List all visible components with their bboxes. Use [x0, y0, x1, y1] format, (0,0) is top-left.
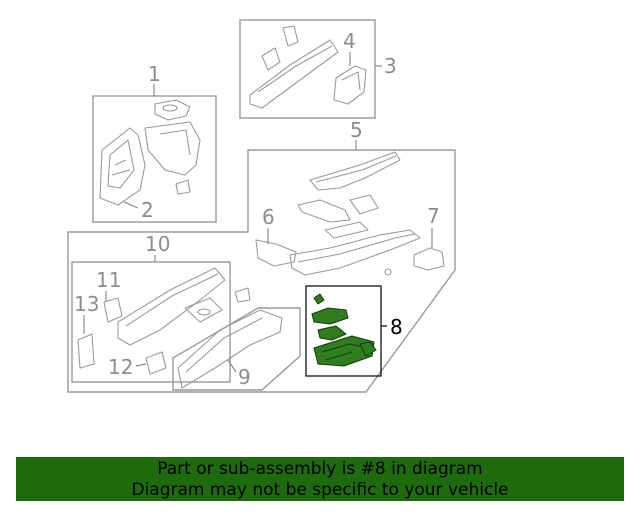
part-13-drawing: [77, 333, 95, 369]
callout-4: 4: [343, 29, 356, 53]
callout-6: 6: [262, 205, 275, 229]
callout-7: 7: [427, 204, 440, 228]
part-8-drawing: [311, 293, 377, 367]
group-10-frame: [71, 261, 231, 383]
part-10-drawing: [117, 267, 251, 346]
callout-12: 12: [108, 355, 133, 379]
part-7-drawing: [413, 247, 445, 271]
part-3-drawing: [249, 25, 339, 109]
part-9-drawing: [177, 309, 283, 389]
callout-13: 13: [74, 292, 99, 316]
group-1-frame: [92, 95, 217, 223]
banner-line-1: Part or sub-assembly is #8 in diagram: [157, 459, 483, 479]
part-info-banner: Part or sub-assembly is #8 in diagram Di…: [16, 457, 624, 501]
callout-3: 3: [384, 54, 397, 78]
part-12-drawing: [145, 351, 167, 375]
part-2-drawing: [99, 127, 146, 206]
group-1: 1 2: [92, 62, 217, 223]
parts-diagram: 1 2 4 3 5: [67, 19, 456, 393]
part-6-drawing: [255, 239, 297, 267]
callout-11: 11: [96, 268, 121, 292]
group-5-10: 5 6 7 10: [67, 118, 456, 393]
callout-9: 9: [238, 365, 251, 389]
part-1-drawing: [144, 99, 201, 195]
banner-line-2: Diagram may not be specific to your vehi…: [131, 480, 509, 500]
group-3-frame: [239, 19, 376, 119]
part-8-group: 8: [305, 285, 403, 377]
group-9-frame: [172, 307, 301, 391]
part-5-drawing: [289, 151, 421, 276]
callout-2: 2: [141, 198, 154, 222]
group-5-frame: [67, 149, 456, 393]
group-8-frame: [305, 285, 382, 377]
part-11-drawing: [103, 297, 123, 323]
callout-1: 1: [148, 62, 161, 86]
part-4-drawing: [333, 65, 367, 105]
callout-8: 8: [390, 315, 403, 339]
group-3: 4 3: [239, 19, 397, 119]
callout-5: 5: [350, 118, 363, 142]
callout-10: 10: [145, 232, 170, 256]
